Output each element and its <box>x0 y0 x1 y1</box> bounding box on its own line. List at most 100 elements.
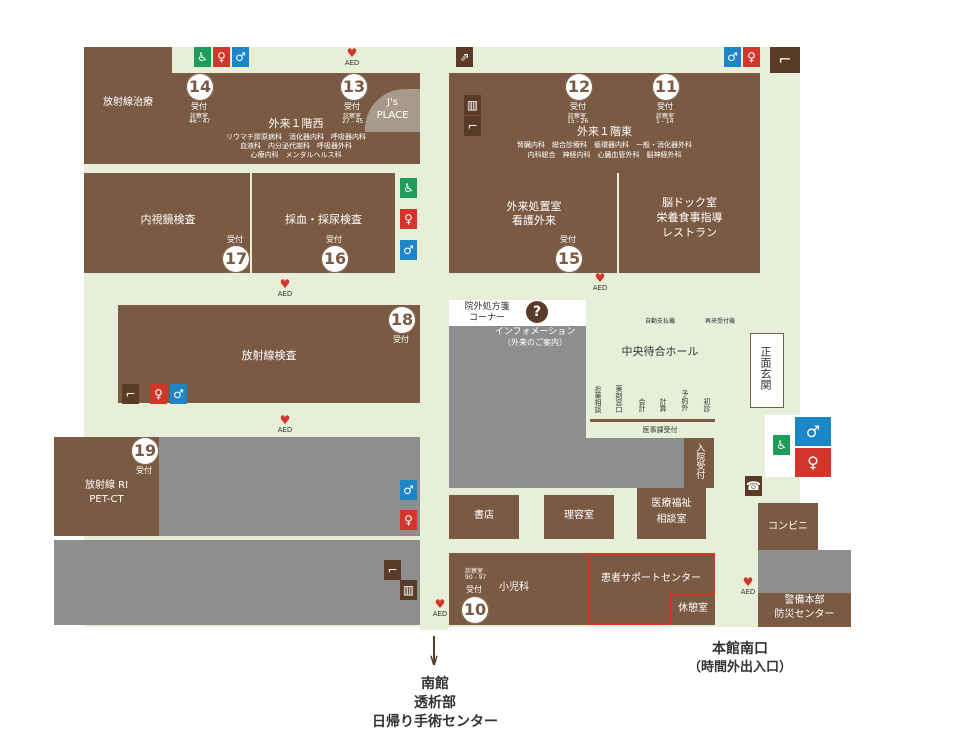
aed-label: AED <box>740 588 756 596</box>
reception-13-label: 受付 <box>344 102 360 111</box>
welfare-label-2: 相談室 <box>656 514 687 525</box>
reception-14-rooms: 46 - 47 <box>189 118 211 125</box>
corridor-south <box>420 600 448 630</box>
wheelchair-icon-2: ♿ <box>773 435 790 455</box>
room-rest[interactable]: 休憩室 <box>669 593 715 625</box>
admission-label: 入院受付 <box>694 443 705 479</box>
counter-label-1: お薬相談 <box>594 385 602 413</box>
js-place[interactable]: J's PLACE <box>365 89 420 132</box>
reception-10-label: 受付 <box>466 585 482 594</box>
main-entrance-label: 正面玄関 <box>759 346 772 390</box>
female-toilet-icon-4: ♀ <box>213 47 230 67</box>
js-place-label: J's PLACE <box>376 97 409 121</box>
reception-number-19: 19 <box>131 437 159 465</box>
male-toilet-icon-5: ♂ <box>724 47 741 67</box>
exit-south-label-1[interactable]: 南館 <box>421 676 449 692</box>
reception-11-rooms: 1 - 14 <box>656 118 674 125</box>
area-center-gray <box>449 316 586 438</box>
exit-arrow-south-line <box>433 636 435 664</box>
reception-17-label: 受付 <box>227 235 243 244</box>
west-title: 外来１階西 <box>268 117 324 130</box>
medical-affairs-label: 医事課受付 <box>642 426 678 434</box>
exit-south-label-2[interactable]: 透析部 <box>414 695 456 711</box>
elevator-icon-2: ▥ <box>464 95 481 115</box>
reception-12-rooms: 15 - 26 <box>567 118 589 125</box>
room-radiation-therapy[interactable]: 放射線治療 <box>84 47 172 164</box>
male-toilet-icon: ♂ <box>400 240 417 260</box>
radiation-therapy-label: 放射線治療 <box>103 97 153 108</box>
aed-marker: ♥AED <box>588 272 612 292</box>
male-toilet-icon-4: ♂ <box>232 47 249 67</box>
information-mark[interactable]: ? <box>526 301 548 323</box>
bookstore-label: 書店 <box>474 510 494 521</box>
male-toilet-icon-6: ♂ <box>170 384 187 404</box>
aed-marker: ♥AED <box>273 414 297 434</box>
reception-19-label: 受付 <box>136 466 152 475</box>
brain-dock-label-1: 脳ドック室 <box>662 196 717 209</box>
counter-label-5: 予約外 <box>681 390 689 411</box>
exit-main-south-1[interactable]: 本館南口 <box>712 641 768 657</box>
counter-label-2: 薬剤窓口 <box>615 385 623 413</box>
exit-main-south-2[interactable]: （時間外出入口） <box>687 660 792 675</box>
reception-number-16: 16 <box>321 245 349 273</box>
stairs-icon-3: ⌐ <box>464 116 481 136</box>
reception-number-14: 14 <box>186 73 214 101</box>
reception-11-label: 受付 <box>657 102 673 111</box>
east-depts-1: 腎臓内科 総合診療科 循環器内科 一般・消化器外科 <box>517 141 692 149</box>
room-security[interactable]: 警備本部 防災センター <box>758 593 851 627</box>
radiation-ri-label-2: PET-CT <box>89 494 124 505</box>
elevator-icon: ▥ <box>400 580 417 600</box>
room-barber[interactable]: 理容室 <box>544 495 614 539</box>
aed-marker: ♥AED <box>428 598 452 618</box>
exit-south-label-3[interactable]: 日帰り手術センター <box>372 714 498 730</box>
reception-number-11: 11 <box>652 73 680 101</box>
room-outpatient-east[interactable]: 外来１階東 腎臓内科 総合診療科 循環器内科 一般・消化器外科 内科総合 神経内… <box>449 73 760 173</box>
room-radiology-exam[interactable]: 放射線検査 <box>118 305 420 403</box>
reception-13-rooms: 27 - 45 <box>342 118 364 125</box>
reception-number-10: 10 <box>461 596 489 624</box>
endoscopy-label: 内視鏡検査 <box>140 213 196 226</box>
wall-prescription <box>449 300 586 326</box>
east-depts-2: 内科総合 神経内科 心臓血管外科 脳神経外科 <box>527 151 682 159</box>
east-title: 外来１階東 <box>577 125 632 138</box>
main-entrance-frame <box>750 333 784 408</box>
rest-room-label: 休憩室 <box>678 603 708 614</box>
female-toilet-icon: ♀ <box>400 209 417 229</box>
aed-heart-icon: ♥ <box>742 575 754 589</box>
room-admission[interactable]: 入院受付 <box>684 438 714 488</box>
information-label-2: （外来のご案内） <box>503 338 567 347</box>
reception-13-exam: 診察室 <box>343 113 362 120</box>
reception-16-label: 受付 <box>326 235 342 244</box>
exit-arrow-south-icon: ∨ <box>428 650 440 669</box>
wheelchair-icon-3: ♿ <box>194 47 211 67</box>
central-hall-label: 中央待合ホール <box>621 345 699 358</box>
room-outpatient-treatment[interactable]: 外来処置室 看護外来 <box>449 173 619 273</box>
aed-heart-icon: ♥ <box>279 413 291 427</box>
room-brain-dock[interactable]: 脳ドック室 栄養食事指導 レストラン <box>619 173 760 273</box>
male-toilet-icon-2: ♂ <box>400 480 417 500</box>
escalator-icon: ⇗ <box>456 47 473 67</box>
reception-12-label: 受付 <box>570 102 586 111</box>
reception-15-label: 受付 <box>560 235 576 244</box>
counter-label-3: 会計 <box>638 398 646 412</box>
stairs-icon: ⌐ <box>384 560 401 580</box>
aed-heart-icon: ♥ <box>346 46 358 60</box>
pediatrics-label: 小児科 <box>499 582 529 593</box>
room-medical-welfare[interactable]: 医療福祉 相談室 <box>637 488 706 539</box>
aed-heart-icon: ♥ <box>279 277 291 291</box>
treatment-label-2: 看護外来 <box>512 214 556 227</box>
female-toilet-icon-6: ♀ <box>150 384 167 404</box>
room-bookstore[interactable]: 書店 <box>449 495 519 539</box>
information-label-1: インフォメーション <box>494 327 576 337</box>
wheelchair-icon: ♿ <box>400 178 417 198</box>
reception-number-17: 17 <box>222 245 250 273</box>
treatment-label-1: 外来処置室 <box>506 200 562 213</box>
patient-support-label: 患者サポートセンター <box>601 573 701 584</box>
reception-11-exam: 診察室 <box>656 113 675 120</box>
blood-test-label: 採血・採尿検査 <box>285 213 362 226</box>
aed-heart-icon: ♥ <box>594 271 606 285</box>
aed-label: AED <box>344 59 360 67</box>
counter-bar <box>590 419 715 422</box>
room-convenience[interactable]: コンビニ <box>758 503 818 550</box>
reception-number-12: 12 <box>565 73 593 101</box>
